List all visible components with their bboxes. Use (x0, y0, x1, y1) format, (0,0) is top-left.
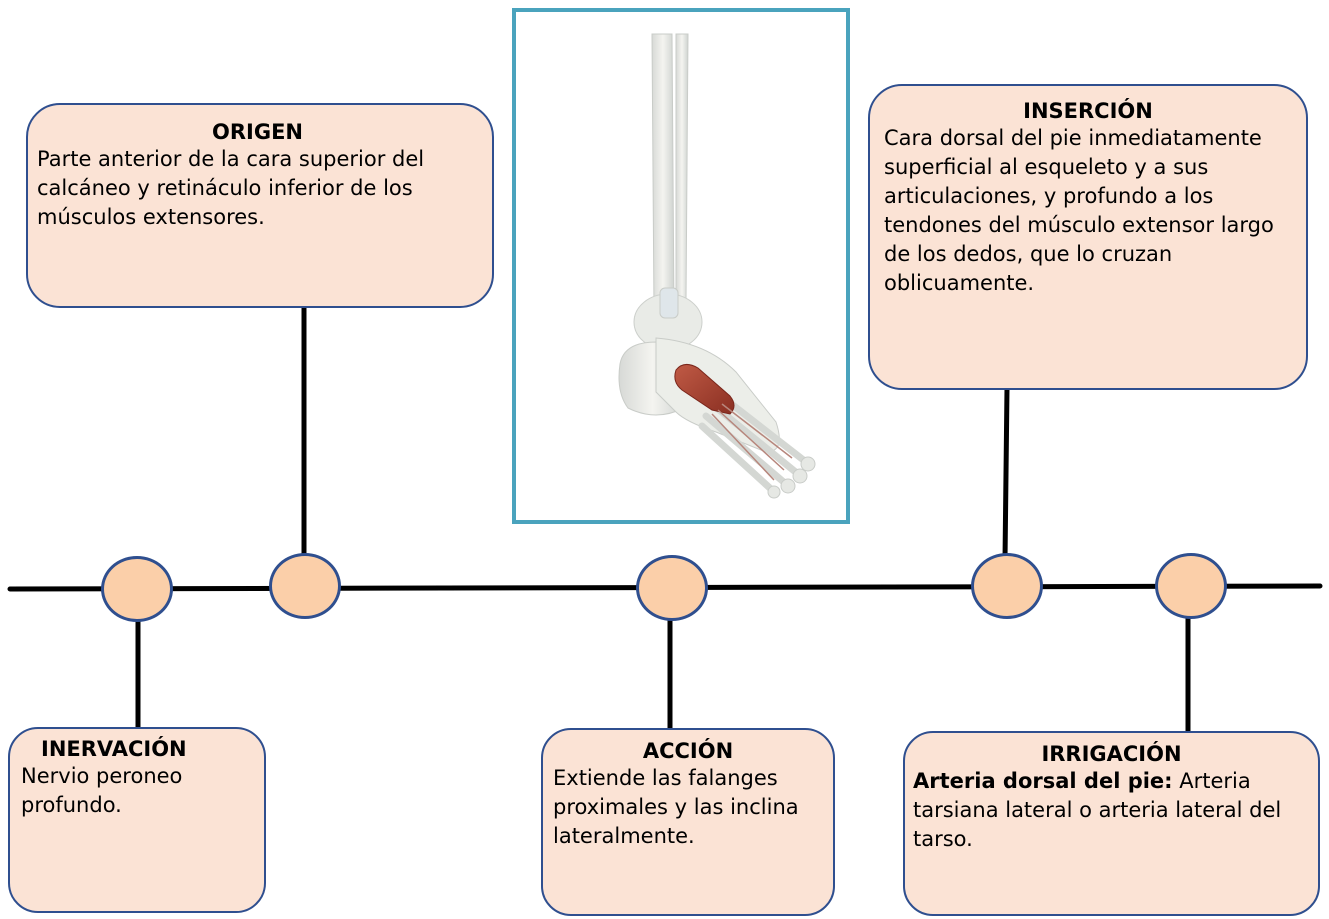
origen-title: ORIGEN (212, 120, 303, 144)
accion-text: Extiende las falanges proximales y las i… (553, 766, 799, 848)
inervacion-node (101, 556, 173, 622)
irrigacion-bold: Arteria dorsal del pie: (913, 769, 1173, 793)
inervacion-text: Nervio peroneo profundo. (21, 764, 183, 817)
irrigacion-box: IRRIGACIÓN Arteria dorsal del pie: Arter… (903, 731, 1320, 916)
irrigacion-text: Arteria tarsiana lateral o arteria later… (913, 769, 1282, 851)
insercion-title: INSERCIÓN (1023, 99, 1153, 123)
inervacion-title: INERVACIÓN (41, 737, 187, 761)
irrigacion-title: IRRIGACIÓN (1041, 742, 1182, 766)
insercion-connector (1002, 385, 1010, 563)
foot-anatomy-illustration (618, 33, 816, 499)
accion-node (636, 555, 708, 621)
insercion-box: INSERCIÓN Cara dorsal del pie inmediatam… (868, 84, 1308, 390)
anatomy-image-frame (512, 8, 850, 524)
origen-node (269, 553, 341, 619)
irrigacion-node (1155, 553, 1227, 619)
origen-text: Parte anterior de la cara superior del c… (37, 147, 425, 229)
insercion-node (971, 553, 1043, 619)
accion-title: ACCIÓN (642, 739, 734, 763)
insercion-text: Cara dorsal del pie inmediatamente super… (884, 126, 1274, 295)
inervacion-box: INERVACIÓN Nervio peroneo profundo. (8, 727, 266, 913)
accion-box: ACCIÓN Extiende las falanges proximales … (541, 728, 835, 916)
irrigacion-text-block: Arteria dorsal del pie: Arteria tarsiana… (913, 767, 1310, 854)
origen-box: ORIGEN Parte anterior de la cara superio… (26, 103, 494, 308)
